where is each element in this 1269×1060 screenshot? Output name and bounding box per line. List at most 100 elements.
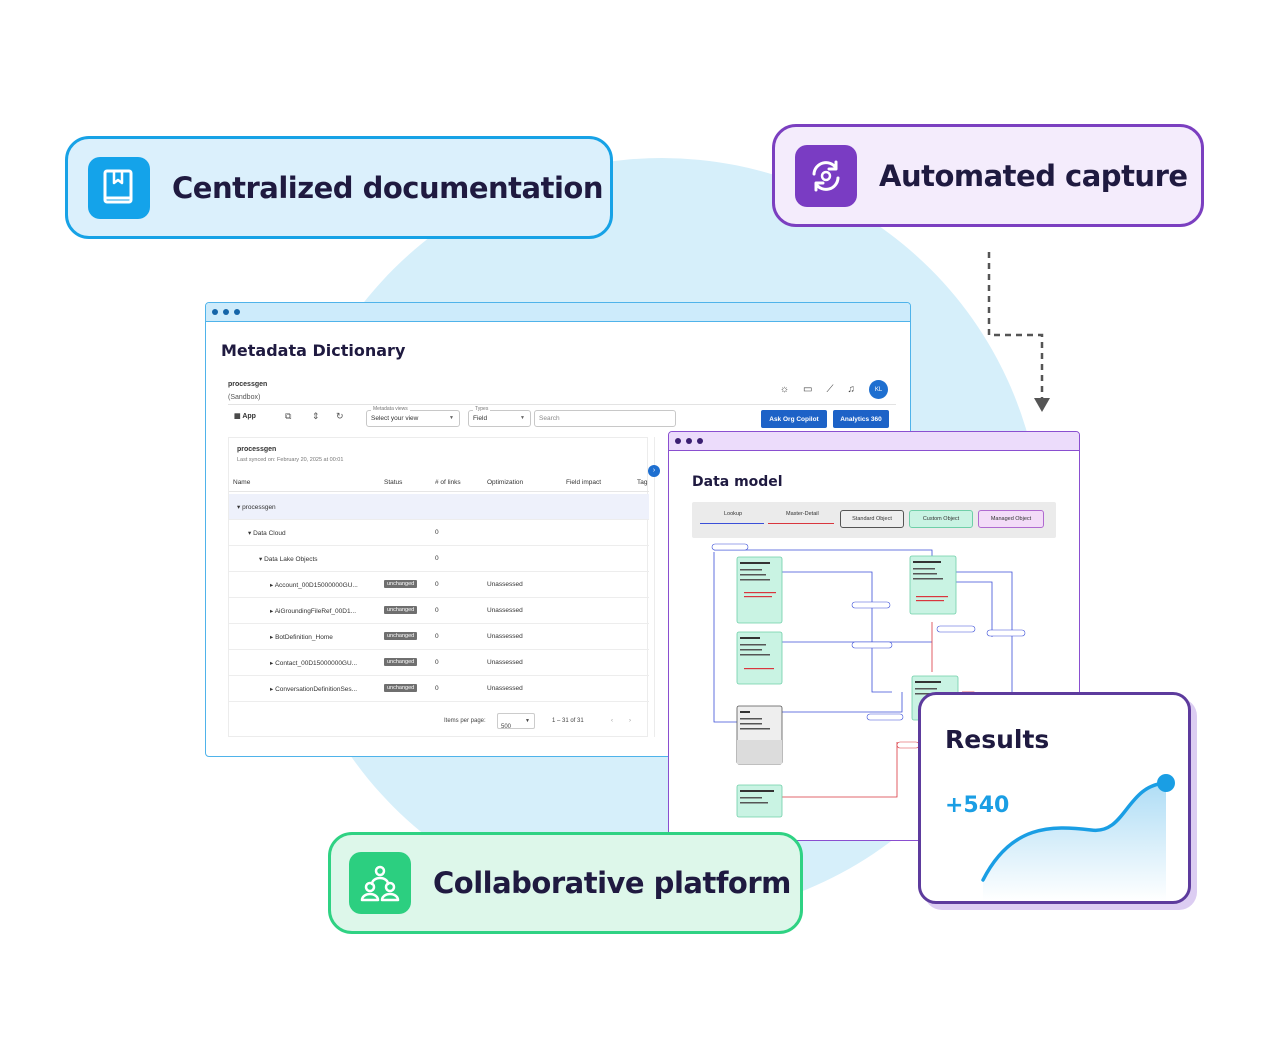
app-label: App	[242, 413, 256, 420]
field-legend: Types	[473, 406, 491, 412]
column-header[interactable]: # of links	[435, 479, 461, 486]
analytics-360-button[interactable]: Analytics 360	[833, 410, 889, 428]
feature-label: Centralized documentation	[172, 170, 603, 205]
ask-org-copilot-button[interactable]: Ask Org Copilot	[761, 410, 827, 428]
types-select[interactable]: Types Field ▼	[468, 406, 531, 427]
column-header[interactable]: Name	[233, 479, 251, 486]
row-name: ▸ BotDefinition_Home	[270, 634, 333, 641]
diagram-relationship-labels	[711, 543, 1026, 749]
status-badge: unchanged	[384, 632, 418, 640]
row-name: ▸ Account_00D15000000GU...	[270, 582, 358, 589]
row-name: ▸ ConversationDefinitionSes...	[270, 686, 358, 693]
trend-line	[981, 781, 1168, 882]
row-name: ▸ Contact_00D15000000GU...	[270, 660, 358, 667]
results-value: +540	[945, 793, 1010, 818]
pagination: Items per page: 500▼ 1 – 31 of 31 ‹ ›	[229, 708, 649, 734]
sync-icon	[795, 144, 857, 207]
feature-centralized-documentation: Centralized documentation	[65, 136, 613, 239]
status-badge: unchanged	[384, 684, 418, 692]
window-dot	[697, 438, 703, 444]
sun-icon[interactable]: ☼	[779, 384, 790, 395]
field-legend: Metadata views	[371, 406, 410, 412]
feature-label: Automated capture	[879, 158, 1188, 193]
caret-down-icon: ▼	[520, 415, 525, 421]
expand-panel-icon[interactable]: ›	[648, 465, 660, 477]
table-row[interactable]: ▸ Account_00D15000000GU... unchanged 0 Unas…	[229, 572, 649, 598]
diagram-node-user	[736, 705, 783, 765]
bell-icon[interactable]: ♫	[847, 384, 856, 395]
page-range: 1 – 31 of 31	[552, 718, 584, 724]
status-badge: unchanged	[384, 606, 418, 614]
column-header[interactable]: Status	[384, 479, 403, 486]
trend-area	[983, 783, 1166, 901]
present-icon[interactable]: ▭	[803, 384, 813, 395]
table-row[interactable]: ▸ BotDefinition_Home unchanged 0 Unassessed	[229, 624, 649, 650]
metadata-dictionary-window: Metadata Dictionary processgen (Sandbox)…	[205, 302, 911, 757]
table-org-name: processgen	[237, 446, 277, 453]
column-header[interactable]: Field impact	[566, 479, 602, 486]
column-header[interactable]: Tag	[637, 479, 648, 486]
metadata-views-select[interactable]: Metadata views Select your view ▼	[366, 406, 460, 427]
last-synced: Last synced on: February 20, 2025 at 00:…	[237, 457, 344, 463]
row-name: ▾ processgen	[237, 504, 276, 511]
row-optimization: Unassessed	[487, 633, 523, 640]
header-actions: ☼ ▭ ⟋ ♫ KL	[780, 380, 888, 399]
metadata-table: processgen Last synced on: February 20, …	[228, 437, 649, 737]
select-value: Select your view	[371, 415, 419, 422]
lookup-line	[700, 523, 764, 524]
trend-icon[interactable]: ⟋	[826, 384, 834, 395]
legend-standard-object: Standard Object	[840, 510, 904, 528]
diagram-node-interview	[736, 631, 783, 685]
page-title: Metadata Dictionary	[221, 341, 406, 360]
column-header[interactable]: Optimization	[487, 479, 524, 486]
team-icon	[349, 852, 411, 914]
items-per-page-label: Items per page:	[444, 718, 486, 724]
row-name: ▾ Data Lake Objects	[259, 556, 318, 563]
row-links: 0	[435, 529, 439, 536]
caret-down-icon: ▼	[525, 718, 530, 724]
feature-label: Collaborative platform	[433, 866, 791, 900]
search-placeholder: Search	[539, 415, 560, 422]
status-badge: unchanged	[384, 580, 418, 588]
items-per-page-select[interactable]: 500▼	[497, 713, 535, 730]
results-title: Results	[945, 725, 1050, 754]
connector-arrow	[987, 252, 1050, 412]
legend-managed-object: Managed Object	[978, 510, 1044, 528]
prev-page-icon[interactable]: ‹	[611, 718, 613, 724]
row-optimization: Unassessed	[487, 659, 523, 666]
feature-automated-capture: Automated capture	[772, 124, 1204, 227]
avatar[interactable]: KL	[869, 380, 888, 399]
copy-icon[interactable]: ⧉	[285, 411, 292, 421]
window-dot	[234, 309, 240, 315]
legend-master-detail: Master-Detail	[786, 511, 819, 517]
toolbar: ▦ App ⧉ ⇕ ↻ Metadata views Select your v…	[228, 404, 896, 428]
feature-collaborative-platform: Collaborative platform	[328, 832, 803, 934]
collapse-icon[interactable]: ⇕	[312, 411, 320, 421]
window-dot	[212, 309, 218, 315]
table-row[interactable]: ▾ processgen	[229, 494, 649, 520]
window-dot	[675, 438, 681, 444]
row-links: 0	[435, 659, 439, 666]
row-optimization: Unassessed	[487, 685, 523, 692]
next-page-icon[interactable]: ›	[629, 718, 631, 724]
search-input[interactable]: Search	[534, 410, 676, 427]
results-card: Results +540	[918, 692, 1191, 904]
row-optimization: Unassessed	[487, 581, 523, 588]
app-button[interactable]: ▦ App	[234, 412, 256, 420]
row-links: 0	[435, 633, 439, 640]
window-titlebar	[206, 303, 910, 322]
trend-endpoint	[1157, 774, 1175, 792]
row-optimization: Unassessed	[487, 607, 523, 614]
org-environment: (Sandbox)	[228, 394, 261, 401]
data-model-title: Data model	[692, 474, 783, 490]
row-links: 0	[435, 581, 439, 588]
table-header: Name Status # of links Optimization Fiel…	[229, 474, 649, 492]
refresh-icon[interactable]: ↻	[336, 411, 344, 421]
row-links: 0	[435, 607, 439, 614]
caret-down-icon: ▼	[449, 415, 454, 421]
